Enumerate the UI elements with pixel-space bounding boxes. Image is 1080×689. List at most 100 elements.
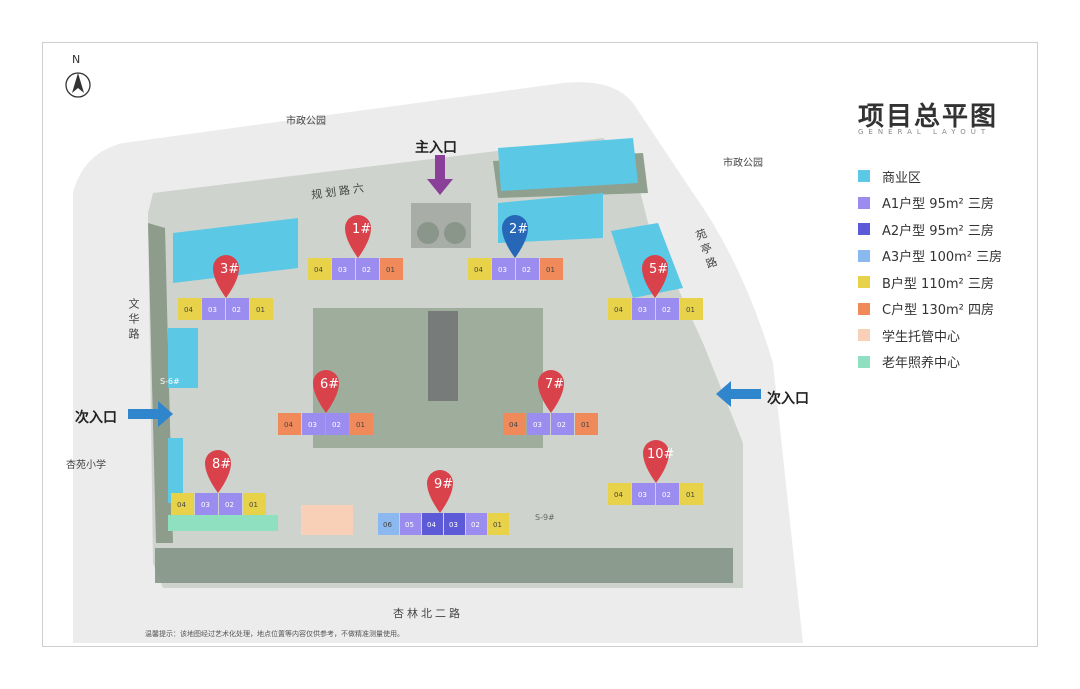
unit-block [326, 413, 349, 435]
unit-block [632, 298, 655, 320]
unit-block [302, 413, 325, 435]
legend: 商业区 A1户型 95m² 三房 A2户型 95m² 三房 A3户型 100m²… [858, 163, 1002, 375]
unit-block [243, 493, 266, 515]
unit-block [250, 298, 273, 320]
building-marker-icon [213, 255, 239, 298]
unit-label: 03 [449, 521, 458, 529]
page-subtitle: GENERAL LAYOUT [858, 128, 991, 136]
gate-tree-right [444, 222, 466, 244]
unit-label: 01 [249, 501, 258, 509]
commercial-zone-nw [173, 218, 298, 283]
unit-label: 04 [314, 266, 323, 274]
unit-label: 01 [256, 306, 265, 314]
unit-block [680, 298, 703, 320]
building-marker-icon [642, 255, 668, 298]
disclaimer: 温馨提示：该地图经过艺术化处理，地点位置等内容仅供参考，不做精准测量使用。 [145, 630, 404, 638]
unit-block [488, 513, 509, 535]
unit-block [527, 413, 550, 435]
unit-label: 04 [284, 421, 293, 429]
building-marker-label: 1# [352, 222, 371, 237]
building-marker-icon [427, 470, 453, 513]
unit-label: 01 [581, 421, 590, 429]
unit-label: 03 [338, 266, 347, 274]
road-label-left: 文华路 [127, 298, 140, 343]
legend-label: B户型 110m² 三房 [882, 276, 994, 292]
unit-label: 02 [522, 266, 531, 274]
legend-swatch [858, 355, 870, 368]
unit-block [202, 298, 225, 320]
legend-item: A1户型 95m² 三房 [858, 190, 1002, 217]
unit-block [308, 258, 331, 280]
unit-label: 01 [386, 266, 395, 274]
legend-item: 学生托管中心 [858, 322, 1002, 349]
legend-label: C户型 130m² 四房 [882, 303, 995, 319]
legend-label: 老年照养中心 [882, 356, 961, 372]
north-arrow-needle-icon [72, 73, 84, 93]
legend-item: C户型 130m² 四房 [858, 296, 1002, 323]
legend-swatch [858, 249, 870, 262]
building-marker-label: 3# [220, 262, 239, 277]
unit-block [422, 513, 443, 535]
unit-block [444, 513, 465, 535]
west-entrance-arrow-icon [128, 401, 173, 427]
unit-block [178, 298, 201, 320]
unit-block [656, 298, 679, 320]
unit-label: 02 [362, 266, 371, 274]
building-marker-icon [502, 215, 528, 258]
north-label: N [72, 53, 81, 66]
unit-block [195, 493, 218, 515]
unit-label: 02 [225, 501, 234, 509]
unit-label: 01 [546, 266, 555, 274]
building-1: 04 03 02 01 1# [308, 215, 403, 280]
legend-label: A2户型 95m² 三房 [882, 223, 994, 239]
park-label-right: 市政公园 [723, 158, 763, 169]
building-marker-icon [205, 450, 231, 493]
building-marker-label: 7# [545, 377, 564, 392]
legend-swatch [858, 302, 870, 315]
unit-label: 03 [638, 491, 647, 499]
unit-label: 04 [614, 306, 623, 314]
page-title: 项目总平图 [858, 102, 999, 132]
unit-label: 03 [498, 266, 507, 274]
unit-label: 01 [493, 521, 502, 529]
unit-label: 03 [308, 421, 317, 429]
legend-item: 老年照养中心 [858, 349, 1002, 376]
unit-label: 02 [332, 421, 341, 429]
unit-block [492, 258, 515, 280]
unit-block [656, 483, 679, 505]
legend-swatch [858, 276, 870, 289]
unit-label: 02 [662, 491, 671, 499]
legend-item: B户型 110m² 三房 [858, 269, 1002, 296]
unit-block [226, 298, 249, 320]
building-marker-label: 6# [320, 377, 339, 392]
legend-label: 商业区 [882, 170, 922, 186]
unit-block [380, 258, 403, 280]
unit-block [680, 483, 703, 505]
building-marker-label: 2# [509, 222, 528, 237]
commercial-zone-w [168, 328, 198, 388]
east-entrance-label: 次入口 [767, 391, 809, 407]
unit-block [608, 298, 631, 320]
building-marker-icon [538, 370, 564, 413]
building-marker-label: 10# [647, 447, 674, 462]
unit-label: 04 [427, 521, 436, 529]
unit-block [608, 483, 631, 505]
park-label-top: 市政公园 [286, 116, 326, 127]
unit-label: 02 [471, 521, 480, 529]
building-marker-icon [643, 440, 669, 483]
unit-block [503, 413, 526, 435]
unit-label: 05 [405, 521, 414, 529]
central-tower [428, 311, 458, 401]
legend-item: 商业区 [858, 163, 1002, 190]
building-marker-label: 5# [649, 262, 668, 277]
unit-block [332, 258, 355, 280]
legend-label: A3户型 100m² 三房 [882, 250, 1003, 266]
unit-block [516, 258, 539, 280]
